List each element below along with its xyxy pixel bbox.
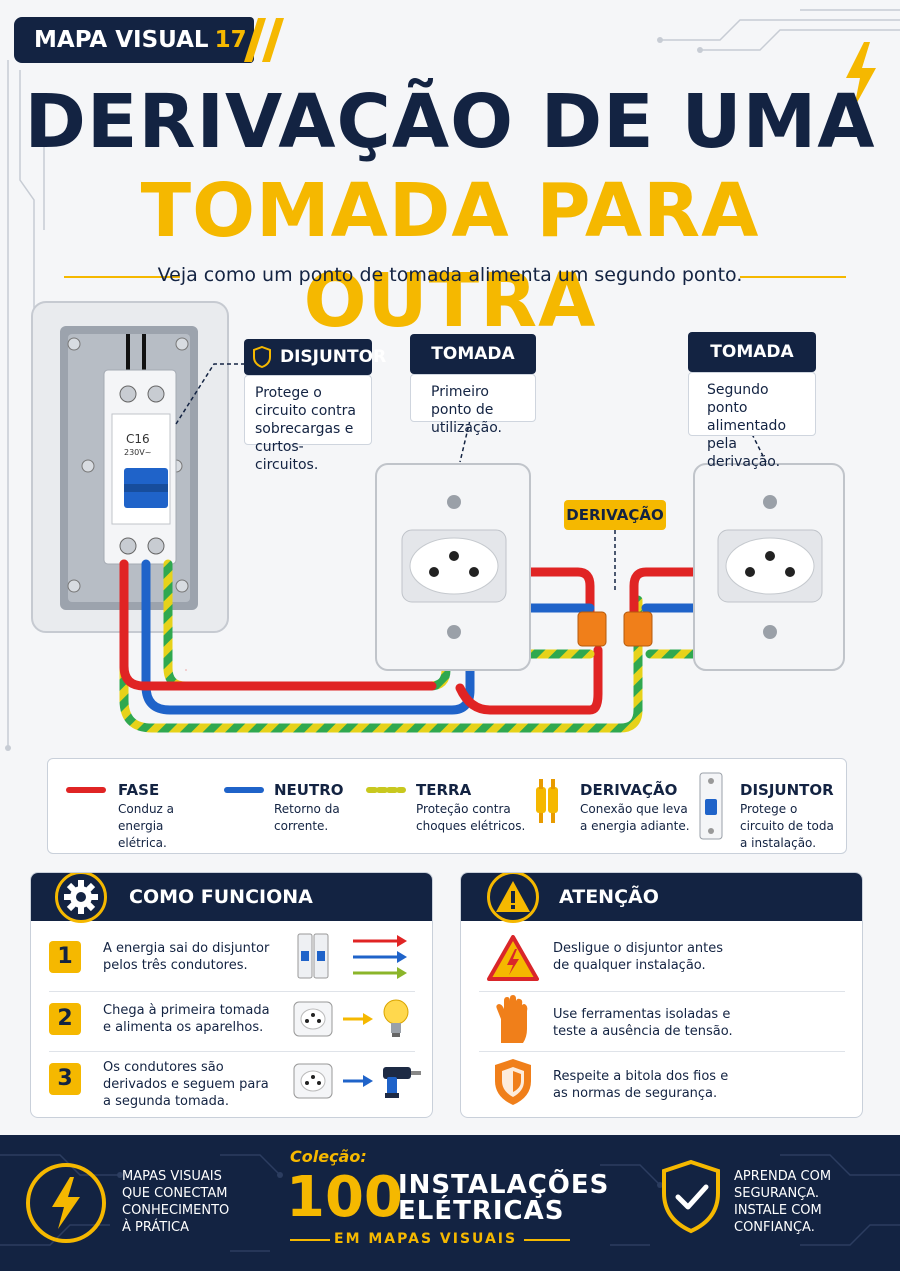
badge-number: 17	[214, 27, 247, 53]
legend-derivacao-desc: Conexão que leva a energia adiante.	[580, 802, 690, 833]
legend-neutro-desc: Retorno da corrente.	[274, 802, 340, 833]
breaker	[103, 369, 177, 565]
callout-tomada2-text: Segundo ponto alimentado pela derivação.	[688, 372, 816, 470]
arrow-right-icon	[343, 1075, 373, 1087]
shield-icon	[253, 346, 271, 368]
shield-check-icon	[662, 1159, 720, 1234]
outlet-icon	[293, 1001, 333, 1037]
callout-disjuntor-title: DISJUNTOR	[244, 339, 386, 375]
warning-lightning-icon	[487, 935, 539, 981]
glove-icon	[496, 995, 528, 1043]
light-bulb-icon	[383, 999, 409, 1037]
legend: FASE Conduz a energia elétrica. NEUTRO R…	[47, 758, 847, 854]
footer: MAPAS VISUAIS QUE CONECTAM CONHECIMENTO …	[0, 1135, 900, 1271]
circuit-decoration-top-right	[657, 9, 900, 53]
callout-tomada1-text: Primeiro ponto de utilização.	[410, 374, 536, 436]
step-1-text: A energia sai do disjuntor pelos três co…	[103, 941, 270, 973]
callout-tomada1-title: TOMADA1	[410, 334, 536, 407]
arrow-right-icon	[343, 1013, 373, 1025]
legend-terra-desc: Proteção contra choques elétricos.	[416, 802, 526, 833]
breaker-label: C16	[126, 432, 150, 446]
derivation-connectors	[577, 611, 653, 647]
panel-como-funciona: COMO FUNCIONA 1 A energia sai do disjunt…	[30, 872, 433, 1118]
step-2-text: Chega à primeira tomada e alimenta os ap…	[103, 1003, 270, 1035]
terra-wire-icon	[366, 787, 406, 793]
footer-colecao: Coleção:	[290, 1147, 367, 1166]
title-line-1: DERIVAÇÃO DE UMA	[24, 79, 876, 165]
derivacao-label: DERIVAÇÃO	[564, 500, 666, 530]
breaker-icon	[297, 933, 329, 979]
warning-icon	[487, 873, 539, 923]
callout-tomada2-title: TOMADA2	[688, 332, 816, 405]
title-line-2: TOMADA PARA OUTRA	[140, 168, 760, 344]
atencao-item-3: Respeite a bitola dos fios e as normas d…	[553, 1069, 729, 1101]
outlet-2	[693, 463, 845, 671]
outlet-icon	[293, 1063, 333, 1099]
step-1-number: 1	[49, 941, 81, 973]
item-separator	[479, 1051, 845, 1052]
footer-sub: EM MAPAS VISUAIS	[334, 1231, 518, 1247]
legend-derivacao-title: DERIVAÇÃO	[580, 781, 678, 799]
step-3-text: Os condutores são derivados e seguem par…	[103, 1060, 269, 1109]
step-separator	[49, 1051, 415, 1052]
legend-disjuntor-title: DISJUNTOR	[740, 781, 834, 799]
step-2-number: 2	[49, 1003, 81, 1035]
subtitle-line-left	[64, 276, 180, 278]
subtitle: Veja como um ponto de tomada alimenta um…	[157, 264, 743, 286]
fase-wire-icon	[66, 787, 106, 793]
panel-atencao: ATENÇÃO Desligue o disjuntor antes de qu…	[460, 872, 863, 1118]
shield-icon	[495, 1059, 531, 1105]
drill-icon	[383, 1067, 421, 1098]
outlet-1	[375, 463, 531, 671]
atencao-item-1: Desligue o disjuntor antes de qualquer i…	[553, 941, 724, 973]
step-separator	[49, 991, 415, 992]
item-separator	[479, 991, 845, 992]
neutro-wire-icon	[224, 787, 264, 793]
footer-line2: ELÉTRICAS	[398, 1196, 565, 1226]
step-3-number: 3	[49, 1063, 81, 1095]
atencao-item-2: Use ferramentas isoladas e teste a ausên…	[553, 1007, 733, 1039]
footer-number: 100	[286, 1165, 403, 1230]
lightning-badge-icon	[26, 1163, 106, 1243]
callout-disjuntor-text: Protege o circuito contra sobrecargas e …	[244, 375, 372, 473]
legend-fase-title: FASE	[118, 781, 160, 799]
gear-icon	[55, 873, 107, 923]
footer-sub-line-left	[290, 1239, 330, 1241]
subtitle-line-right	[740, 276, 846, 278]
legend-fase-desc: Conduz a energia elétrica.	[118, 802, 175, 850]
badge-text: MAPA VISUAL	[34, 27, 209, 53]
footer-line1: INSTALAÇÕES	[398, 1170, 610, 1200]
footer-left-text: MAPAS VISUAIS QUE CONECTAM CONHECIMENTO …	[122, 1169, 230, 1235]
slashes-decoration	[244, 18, 284, 62]
breaker-voltage: 230V~	[124, 448, 152, 457]
legend-terra-title: TERRA	[416, 781, 472, 799]
lightning-icon	[846, 42, 876, 108]
footer-sub-line-right	[524, 1239, 570, 1241]
footer-right-text: APRENDA COM SEGURANÇA. INSTALE COM CONFI…	[734, 1169, 832, 1235]
breaker-icon	[699, 772, 723, 840]
connector-icon	[536, 779, 558, 823]
legend-disjuntor-desc: Protege o circuito de toda a instalação.	[740, 802, 834, 850]
three-arrows-icon	[353, 935, 407, 979]
legend-neutro-title: NEUTRO	[274, 781, 344, 799]
wiring-diagram	[31, 301, 845, 733]
